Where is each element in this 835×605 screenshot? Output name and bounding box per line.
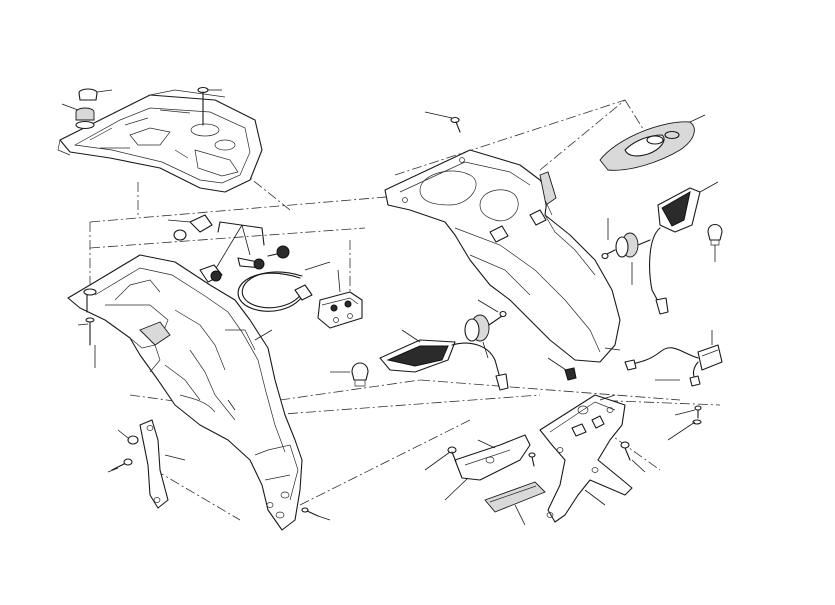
turn-signal-right: [601, 181, 719, 315]
connector-small: [547, 357, 577, 381]
bolts-right: [667, 405, 702, 441]
screw-mudguard: [424, 111, 461, 133]
rear-rack-plate: [57, 89, 263, 193]
screw-bottom-center: [301, 507, 331, 521]
tail-light: [599, 114, 706, 171]
rear-reflector: [484, 481, 546, 526]
turn-signal-left: [379, 299, 509, 391]
screw-bracket: [528, 452, 536, 467]
hanger-bracket: [107, 419, 186, 509]
license-light-harness: [624, 330, 723, 387]
release-cable: [237, 261, 331, 312]
rear-mudguard: [384, 149, 621, 363]
latch-parts: [167, 214, 290, 283]
rear-undertray: [67, 254, 303, 531]
bolts-left: [77, 288, 97, 368]
screw-top: [197, 86, 222, 126]
seat-latch-block: [317, 269, 363, 329]
bulb-left: [330, 362, 369, 387]
bulb-right: [707, 223, 723, 262]
knob-with-spacers: [61, 88, 113, 130]
reflector-bracket: [424, 434, 531, 501]
license-plate-bracket: [539, 394, 646, 523]
